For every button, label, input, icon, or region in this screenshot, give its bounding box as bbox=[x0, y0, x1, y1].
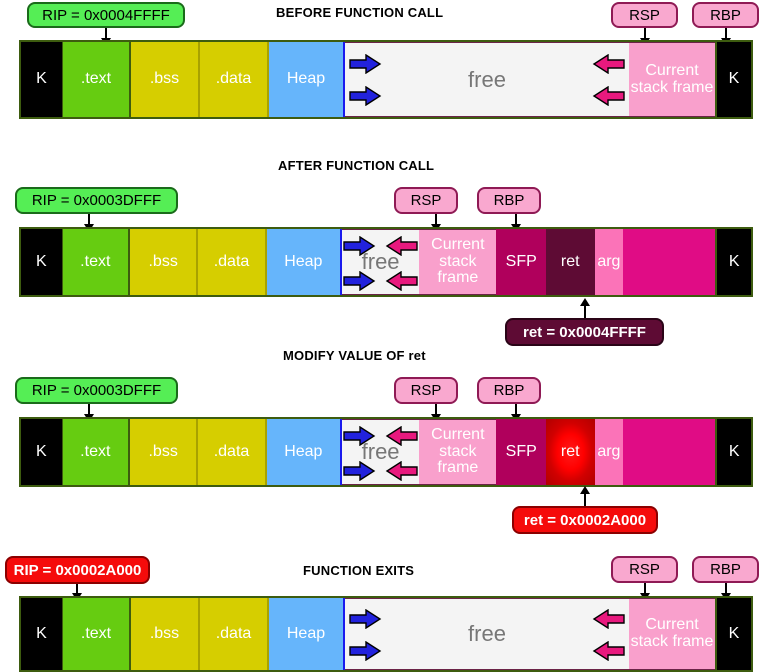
rsp-callout-stage4: RSP bbox=[611, 556, 678, 583]
segment-kernel-low: K bbox=[21, 42, 63, 117]
segment-text: .text bbox=[63, 598, 131, 670]
rsp-connector-stage4 bbox=[644, 583, 646, 596]
ret-connector-stage2 bbox=[584, 305, 586, 320]
segment-arg: arg bbox=[594, 419, 624, 485]
rbp-connector-stage4 bbox=[725, 583, 727, 596]
segment-bss: .bss bbox=[129, 229, 199, 295]
rbp-connector-stage1 bbox=[725, 28, 727, 40]
segment-bss: .bss bbox=[129, 419, 199, 485]
segment-data: .data bbox=[200, 42, 269, 117]
segment-kernel-low: K bbox=[21, 229, 63, 295]
rsp-callout-stage1: RSP bbox=[611, 2, 678, 28]
memory-bar-stage3: K .text .bss .data Heap free Current sta… bbox=[19, 417, 753, 487]
segment-sfp: SFP bbox=[496, 419, 546, 485]
rsp-callout-stage3: RSP bbox=[394, 377, 458, 404]
segment-free: free bbox=[345, 42, 629, 117]
stack-growth-arrow-lower bbox=[385, 461, 419, 481]
stack-growth-arrow-upper bbox=[592, 609, 626, 629]
segment-free: free bbox=[341, 229, 420, 295]
rip-connector-stage2 bbox=[88, 214, 90, 227]
heap-growth-arrow-lower bbox=[342, 461, 376, 481]
stage-title-function-exits: FUNCTION EXITS bbox=[303, 563, 415, 578]
segment-current-stack-frame: Current stack frame bbox=[629, 42, 715, 117]
segment-free-label: free bbox=[361, 439, 400, 465]
rip-connector-stage3 bbox=[88, 404, 90, 417]
segment-current-stack-frame: Current stack frame bbox=[419, 419, 497, 485]
segment-free-label: free bbox=[468, 621, 506, 647]
segment-current-stack-frame: Current stack frame bbox=[419, 229, 497, 295]
segment-current-stack-frame: Current stack frame bbox=[629, 598, 715, 670]
rip-callout-stage3: RIP = 0x0003DFFF bbox=[15, 377, 178, 404]
memory-bar-stage1: K .text .bss .data Heap free Current sta… bbox=[19, 40, 753, 119]
heap-growth-arrow-lower bbox=[348, 86, 382, 106]
rbp-connector-stage2 bbox=[515, 214, 517, 227]
ret-value-callout-stage3: ret = 0x0002A000 bbox=[512, 506, 658, 534]
rbp-connector-stage3 bbox=[515, 404, 517, 417]
segment-heap: Heap bbox=[269, 598, 345, 670]
heap-growth-arrow-upper bbox=[348, 609, 382, 629]
stack-growth-arrow-upper bbox=[385, 426, 419, 446]
stage-title-after-function-call: AFTER FUNCTION CALL bbox=[278, 158, 435, 173]
stack-growth-arrow-upper bbox=[592, 54, 626, 74]
memory-bar-stage2: K .text .bss .data Heap free Current sta… bbox=[19, 227, 753, 297]
ret-value-callout-stage2: ret = 0x0004FFFF bbox=[505, 318, 664, 346]
heap-growth-arrow-upper bbox=[342, 236, 376, 256]
segment-text: .text bbox=[63, 42, 131, 117]
segment-bss: .bss bbox=[131, 598, 200, 670]
segment-heap: Heap bbox=[266, 419, 342, 485]
rbp-callout-stage2: RBP bbox=[477, 187, 541, 214]
segment-free: free bbox=[341, 419, 420, 485]
ret-arrowhead-stage2 bbox=[580, 298, 590, 306]
segment-text: .text bbox=[62, 419, 130, 485]
segment-free-label: free bbox=[468, 66, 506, 92]
segment-kernel-high: K bbox=[715, 419, 752, 485]
rbp-callout-stage3: RBP bbox=[477, 377, 541, 404]
memory-bar-stage4: K .text .bss .data Heap free Current sta… bbox=[19, 596, 753, 672]
stack-growth-arrow-upper bbox=[385, 236, 419, 256]
ret-connector-stage3 bbox=[584, 493, 586, 508]
segment-data: .data bbox=[200, 598, 269, 670]
segment-text: .text bbox=[62, 229, 130, 295]
heap-growth-arrow-upper bbox=[342, 426, 376, 446]
stack-growth-arrow-lower bbox=[592, 86, 626, 106]
rip-connector-stage4 bbox=[76, 584, 78, 596]
segment-heap: Heap bbox=[269, 42, 345, 117]
rip-connector-stage1 bbox=[105, 28, 107, 40]
segment-kernel-low: K bbox=[21, 598, 63, 670]
segment-kernel-high: K bbox=[715, 598, 751, 670]
segment-sfp: SFP bbox=[496, 229, 546, 295]
segment-kernel-high: K bbox=[715, 42, 751, 117]
ret-arrowhead-stage3 bbox=[580, 486, 590, 494]
stack-growth-arrow-lower bbox=[592, 641, 626, 661]
rip-callout-stage2: RIP = 0x0003DFFF bbox=[15, 187, 178, 214]
segment-stack-rest bbox=[623, 229, 716, 295]
segment-free-label: free bbox=[361, 249, 400, 275]
rbp-callout-stage1: RBP bbox=[692, 2, 759, 28]
rbp-callout-stage4: RBP bbox=[692, 556, 759, 583]
segment-bss: .bss bbox=[131, 42, 200, 117]
segment-ret-modified: ret bbox=[545, 419, 595, 485]
rip-callout-stage1: RIP = 0x0004FFFF bbox=[27, 2, 185, 28]
rsp-connector-stage2 bbox=[435, 214, 437, 227]
rip-callout-stage4: RIP = 0x0002A000 bbox=[5, 556, 150, 584]
stack-growth-arrow-lower bbox=[385, 271, 419, 291]
segment-heap: Heap bbox=[266, 229, 342, 295]
heap-growth-arrow-upper bbox=[348, 54, 382, 74]
segment-kernel-high: K bbox=[715, 229, 752, 295]
segment-arg: arg bbox=[594, 229, 624, 295]
heap-growth-arrow-lower bbox=[342, 271, 376, 291]
segment-free: free bbox=[345, 598, 629, 670]
stage-title-modify-value-of-ret: MODIFY VALUE OF ret bbox=[283, 348, 426, 363]
stage-title-before-function-call: BEFORE FUNCTION CALL bbox=[276, 5, 444, 20]
segment-kernel-low: K bbox=[21, 419, 63, 485]
heap-growth-arrow-lower bbox=[348, 641, 382, 661]
rsp-connector-stage1 bbox=[644, 28, 646, 40]
segment-data: .data bbox=[198, 229, 267, 295]
segment-ret: ret bbox=[545, 229, 595, 295]
segment-stack-rest bbox=[623, 419, 716, 485]
segment-data: .data bbox=[198, 419, 267, 485]
rsp-connector-stage3 bbox=[435, 404, 437, 417]
rsp-callout-stage2: RSP bbox=[394, 187, 458, 214]
